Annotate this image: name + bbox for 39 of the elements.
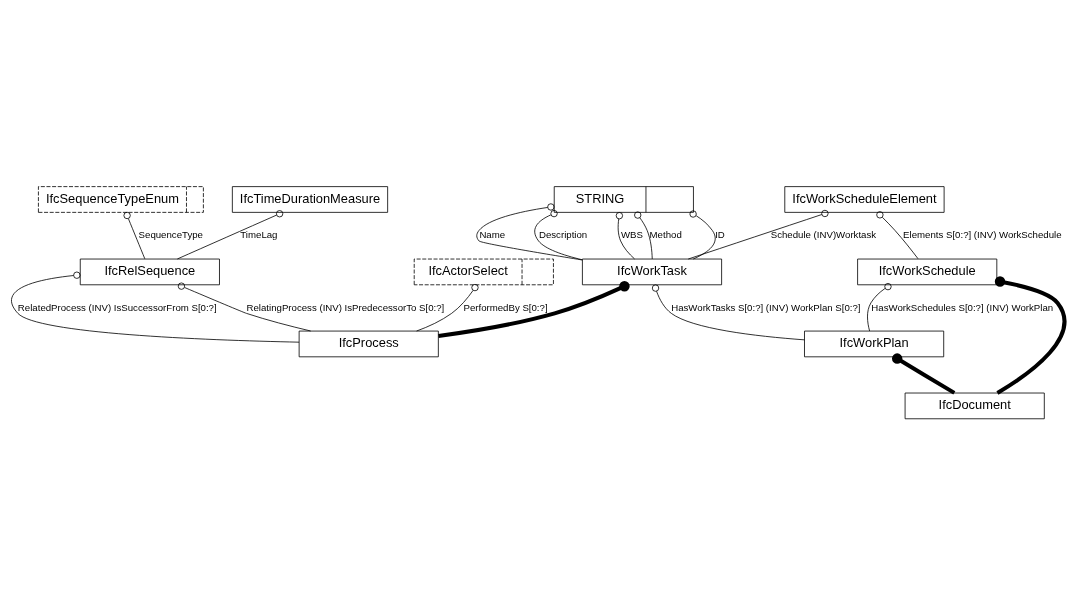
connector: [689, 210, 716, 260]
connector: [994, 276, 1067, 395]
edge-label: TimeLag: [240, 229, 278, 241]
connector: [123, 211, 146, 260]
edge-label: Schedule (INV)Worktask: [770, 229, 877, 241]
node-box: IfcWorkSchedule: [857, 258, 998, 286]
node-box: IfcWorkTask: [582, 258, 722, 286]
connector: [438, 281, 630, 338]
node-box: IfcWorkPlan: [804, 330, 945, 358]
connector: [634, 211, 653, 260]
edge-label: RelatingProcess (INV) IsPredecessorTo S[0:?]: [246, 301, 445, 313]
connector: [876, 211, 919, 260]
connector: [476, 203, 583, 261]
edge-label: Name: [479, 229, 506, 241]
connector: [891, 353, 956, 395]
node-box: IfcProcess: [298, 330, 439, 358]
edge-label: ID: [715, 229, 725, 241]
connector: [687, 209, 829, 260]
edge-label: Description: [538, 229, 588, 241]
edge-label: PerformedBy S[0:?]: [463, 301, 548, 313]
connector: [615, 212, 635, 260]
connector: [177, 210, 284, 260]
connector: [11, 271, 300, 343]
connector: [177, 282, 312, 332]
edge-label: RelatedProcess (INV) IsSuccessorFrom S[0:?]: [17, 301, 217, 313]
connector: [651, 284, 805, 341]
edge-label: HasWorkTasks S[0:?] (INV) WorkPlan S[0:?]: [671, 301, 861, 313]
node-box: IfcRelSequence: [79, 258, 220, 286]
edge-label: SequenceType: [138, 229, 203, 241]
edge-label: WBS: [620, 229, 643, 241]
node-box: IfcTimeDurationMeasure: [231, 186, 389, 213]
edge-label: HasWorkSchedules S[0:?] (INV) WorkPlan: [871, 301, 1054, 313]
connector: [867, 283, 892, 332]
connector: [534, 210, 583, 261]
connector: [416, 283, 479, 332]
node-box: IfcDocument: [904, 392, 1045, 420]
edge-label: Elements S[0:?] (INV) WorkSchedule: [903, 229, 1062, 241]
node-box: IfcWorkScheduleElement: [784, 186, 945, 213]
edge-label: Method: [649, 229, 682, 241]
